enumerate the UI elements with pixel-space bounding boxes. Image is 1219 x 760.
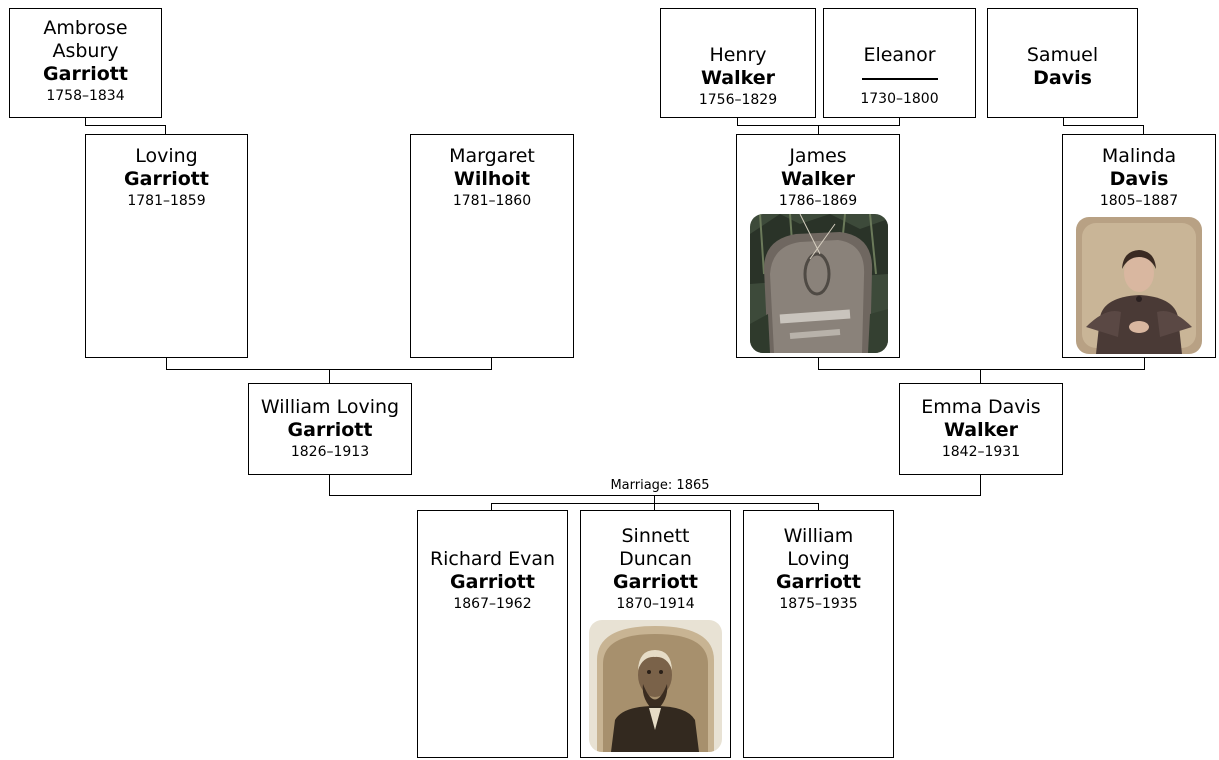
connector-line (1144, 357, 1145, 369)
connector-line (818, 503, 819, 511)
connector-line (1143, 125, 1144, 135)
life-dates: 1867–1962 (453, 596, 532, 612)
surname: Walker (781, 168, 855, 190)
given-name: Loving (135, 145, 198, 167)
surname: Wilhoit (453, 168, 531, 190)
person-card-henry-walker[interactable]: Henry Walker 1756–1829 (660, 8, 816, 118)
life-dates: 1781–1859 (127, 193, 206, 209)
life-dates: 1781–1860 (452, 193, 532, 209)
portrait-image (589, 620, 722, 752)
person-card-loving-garriott[interactable]: Loving Garriott 1781–1859 (85, 134, 248, 358)
connector-line (329, 369, 330, 384)
person-card-emma-davis-walker[interactable]: Emma Davis Walker 1842–1931 (899, 383, 1063, 475)
surname: Garriott (43, 63, 128, 85)
person-card-richard-evan-garriott[interactable]: Richard Evan Garriott 1867–1962 (417, 510, 568, 758)
marriage-line (329, 474, 330, 495)
given-name: Margaret (449, 145, 535, 167)
marriage-line (329, 495, 981, 496)
surname: Garriott (613, 571, 698, 593)
connector-line (980, 369, 981, 384)
person-card-james-walker[interactable]: James Walker 1786–1869 (736, 134, 900, 358)
connector-line (165, 125, 166, 135)
life-dates: 1870–1914 (616, 596, 695, 612)
connector-line (654, 495, 655, 503)
connector-line (818, 369, 1145, 370)
connector-line (491, 503, 819, 504)
life-dates: 1758–1834 (46, 88, 125, 104)
marriage-label: Marriage: 1865 (610, 478, 710, 493)
given-name: Samuel (1026, 44, 1099, 66)
gravestone-image (750, 214, 888, 353)
person-card-margaret-wilhoit[interactable]: Margaret Wilhoit 1781–1860 (410, 134, 574, 358)
connector-line (737, 117, 738, 126)
given-name: Emma Davis (921, 396, 1041, 418)
connector-line (85, 125, 166, 126)
life-dates: 1875–1935 (779, 596, 858, 612)
unknown-surname-line (861, 78, 938, 80)
given-name: Henry (709, 44, 767, 66)
connector-line (85, 117, 86, 125)
surname: Garriott (776, 571, 861, 593)
person-card-sinnett-duncan-garriott[interactable]: Sinnett Duncan Garriott 1870–1914 (580, 510, 731, 758)
given-name: Richard Evan (429, 548, 556, 570)
given-name: William Loving (783, 525, 854, 570)
gravestone-photo[interactable] (750, 214, 888, 353)
surname: Garriott (450, 571, 535, 593)
connector-line (1063, 117, 1064, 125)
person-card-eleanor[interactable]: Eleanor 1730–1800 (823, 8, 976, 118)
connector-line (491, 357, 492, 369)
surname: Walker (944, 419, 1018, 441)
person-card-william-loving-garriott-jr[interactable]: William Loving Garriott 1875–1935 (743, 510, 894, 758)
life-dates: 1786–1869 (778, 193, 858, 209)
connector-line (818, 125, 819, 135)
connector-line (654, 503, 655, 511)
connector-line (491, 503, 492, 511)
life-dates: 1842–1931 (941, 444, 1021, 460)
person-card-william-loving-garriott-sr[interactable]: William Loving Garriott 1826–1913 (248, 383, 412, 475)
given-name: Eleanor (863, 44, 936, 66)
portrait-photo[interactable] (1076, 217, 1202, 354)
portrait-photo[interactable] (589, 620, 722, 752)
connector-line (818, 357, 819, 369)
person-card-malinda-davis[interactable]: Malinda Davis 1805–1887 (1062, 134, 1216, 358)
connector-line (166, 357, 167, 369)
life-dates: 1805–1887 (1099, 193, 1179, 209)
life-dates: 1756–1829 (698, 92, 778, 108)
person-card-ambrose-garriott[interactable]: Ambrose Asbury Garriott 1758–1834 (9, 8, 162, 118)
surname: Davis (1033, 67, 1092, 89)
surname: Davis (1109, 168, 1169, 190)
given-name: Sinnett Duncan (619, 525, 692, 570)
given-name: Ambrose Asbury (43, 17, 128, 62)
given-name: James (789, 145, 847, 167)
surname: Garriott (124, 168, 209, 190)
connector-line (1063, 125, 1144, 126)
surname: Garriott (287, 419, 373, 441)
life-dates: 1730–1800 (860, 91, 939, 107)
marriage-line (980, 474, 981, 495)
life-dates: 1826–1913 (290, 444, 370, 460)
surname: Walker (701, 67, 775, 89)
given-name: William Loving (260, 396, 400, 418)
portrait-image (1076, 217, 1202, 354)
person-card-samuel-davis[interactable]: Samuel Davis (987, 8, 1138, 118)
given-name: Malinda (1101, 145, 1177, 167)
connector-line (899, 117, 900, 126)
